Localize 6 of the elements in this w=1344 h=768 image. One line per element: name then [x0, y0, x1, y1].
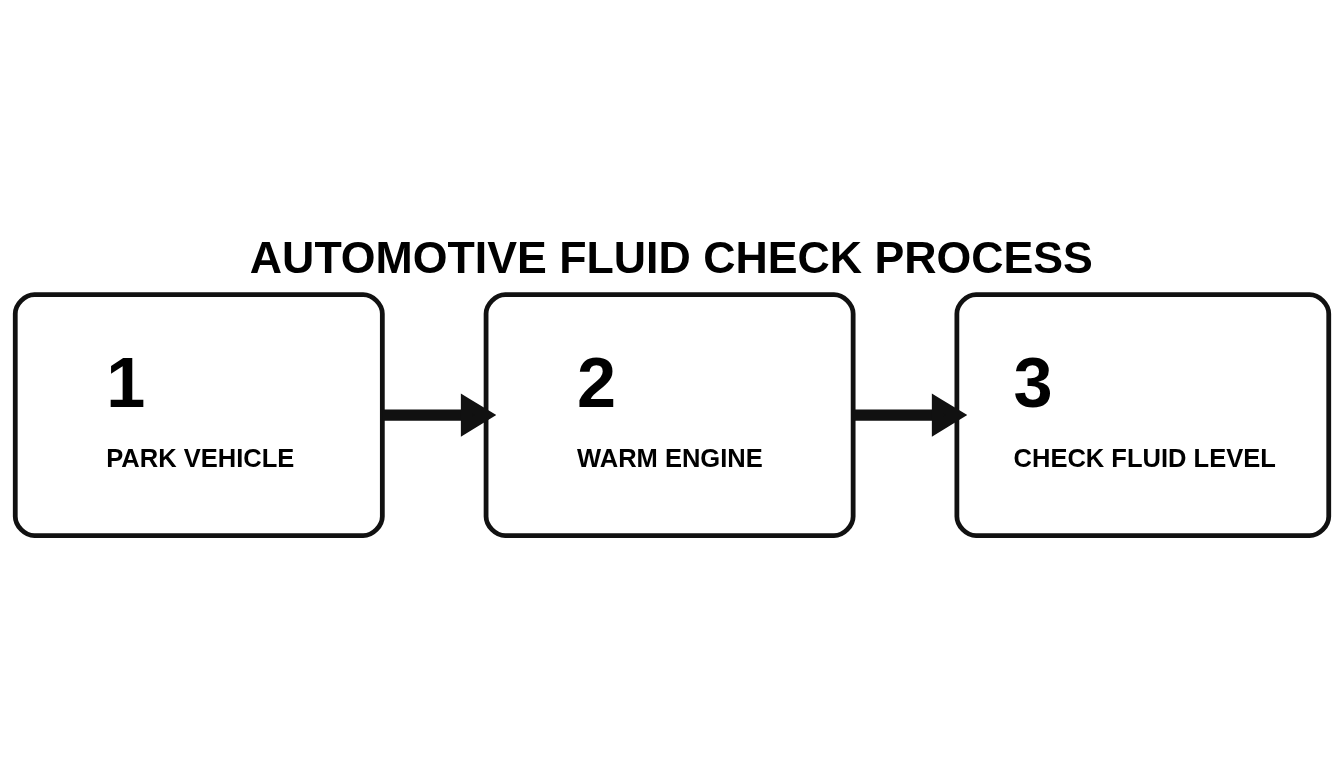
node-box: 1 PARK VEHICLE [12, 292, 385, 538]
arrow [382, 393, 497, 437]
node-box: 3 CHECK FLUID LEVEL [954, 292, 1332, 538]
arrow [853, 393, 968, 437]
diagram-title: AUTOMOTIVE FLUID CHECK PROCESS [249, 232, 1093, 282]
node-box: 2 WARM ENGINE [483, 292, 856, 538]
